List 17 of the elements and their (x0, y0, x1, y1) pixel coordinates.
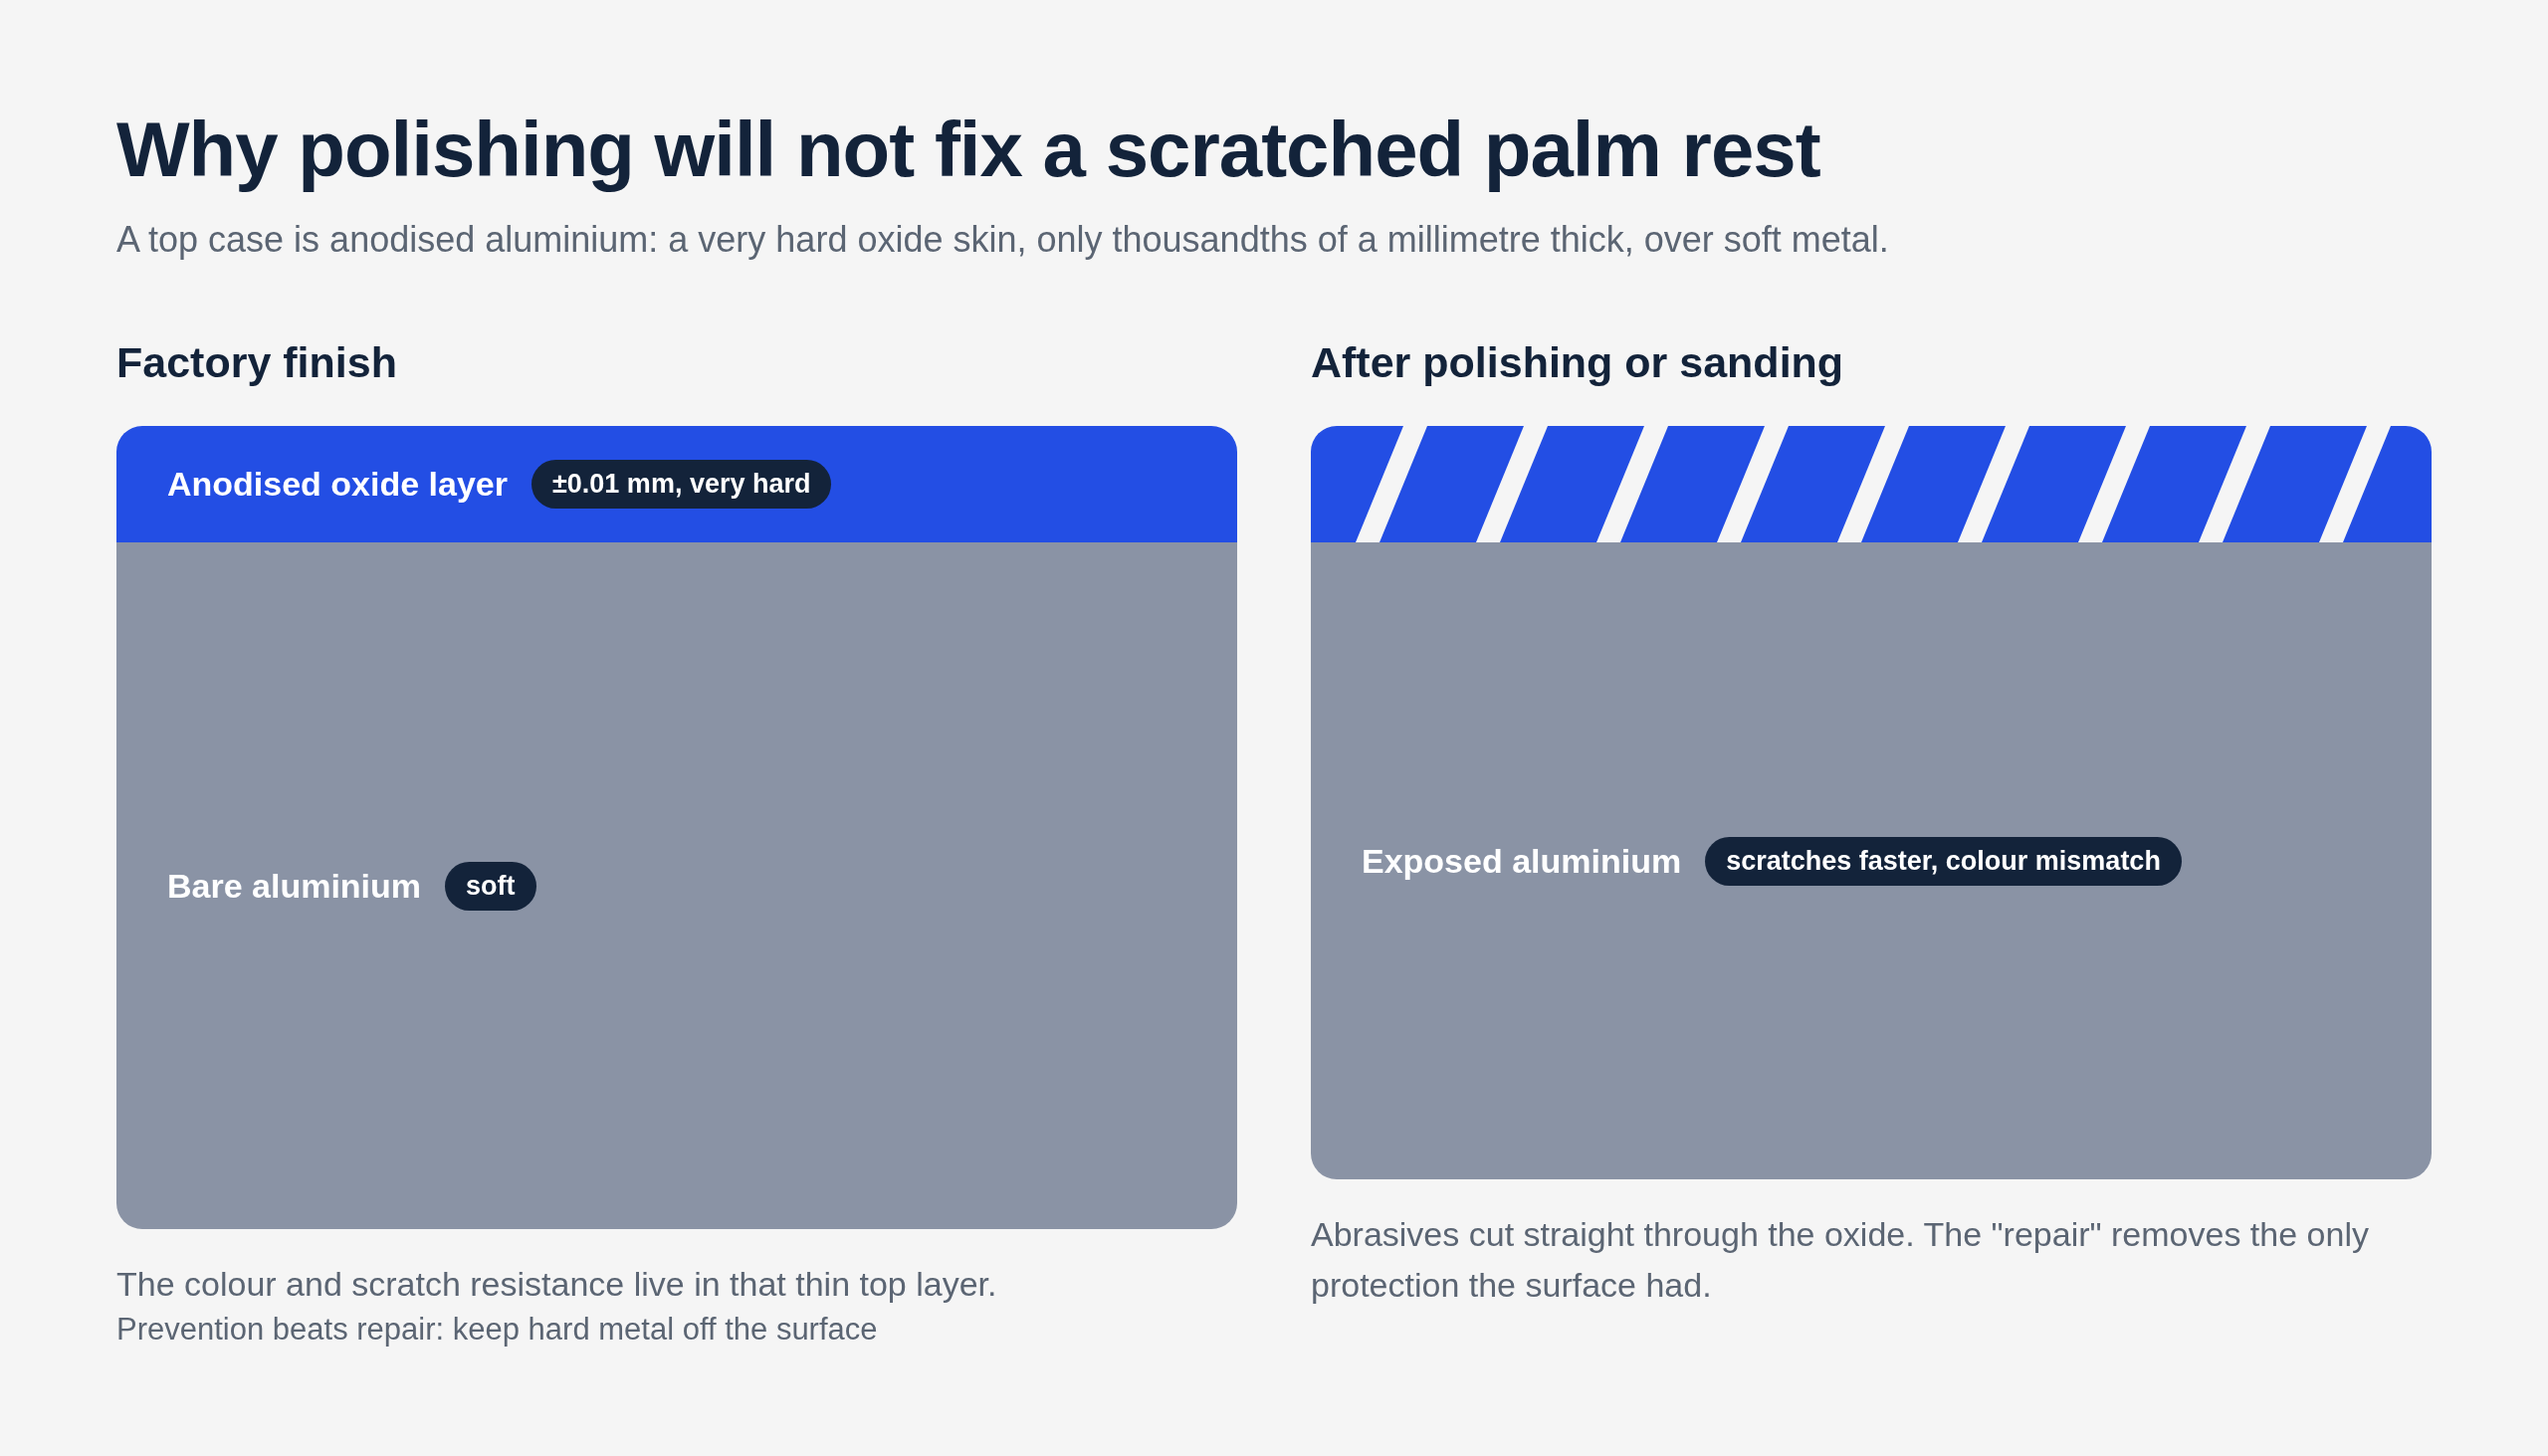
striped-layer-band (1311, 426, 2432, 542)
footer-note: Prevention beats repair: keep hard metal off the surface (116, 1312, 878, 1348)
panel-heading: Factory finish (116, 338, 397, 387)
diagram-title: Why polishing will not fix a scratched palm rest (116, 104, 1820, 195)
property-tag: ±0.01 mm, very hard (531, 460, 832, 509)
subtitle: A top case is anodised aluminium: a very hard oxide skin, only thousandths of a millimetre thick, over soft metal. (116, 219, 1889, 261)
aluminium-layer-band (1311, 542, 2432, 1179)
layer-label: Anodised oxide layer (167, 465, 508, 504)
property-tag: scratches faster, colour mismatch (1705, 836, 2182, 886)
aluminium-layer-band (116, 542, 1237, 1229)
oxide-layer-band (116, 426, 1237, 542)
panel-note: Abrasives cut straight through the oxide. The "repair" removes the only protection the surface had. (1311, 1214, 2370, 1306)
layer-label: Exposed aluminium (1362, 841, 1682, 881)
panel-heading: After polishing or sanding (1311, 338, 1844, 387)
layer-label: Bare aluminium (167, 866, 422, 906)
property-tag: soft (445, 861, 536, 911)
panel-note: The colour and scratch resistance live in that thin top layer. (116, 1264, 998, 1305)
